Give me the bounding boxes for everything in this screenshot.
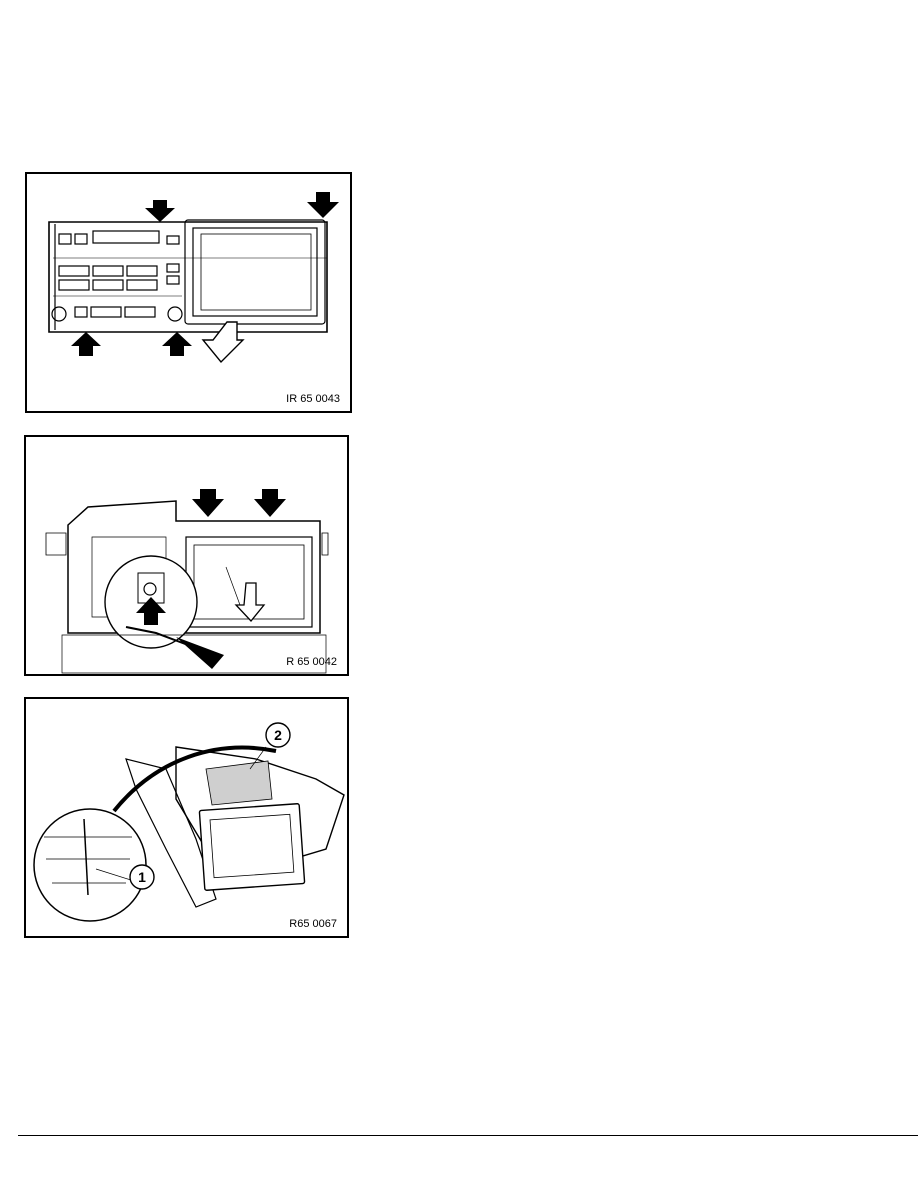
figure-3-code: R65 0067: [289, 918, 337, 930]
figure-2-illustration: [45, 489, 329, 674]
footer-divider: [18, 1135, 918, 1136]
figure-2-screen-removal: R 65 0042: [24, 435, 349, 676]
figure-1-illustration: [48, 192, 339, 364]
callout-1-label: 1: [138, 869, 146, 885]
callout-2-label: 2: [274, 727, 282, 743]
figure-2-code: R 65 0042: [286, 656, 337, 668]
figure-1-display-panel: IR 65 0043: [25, 172, 352, 413]
figure-3-illustration: 1 2: [33, 722, 345, 922]
figure-3-connector: 1 2 R65 0067: [24, 697, 349, 938]
figure-1-code: IR 65 0043: [286, 393, 340, 405]
